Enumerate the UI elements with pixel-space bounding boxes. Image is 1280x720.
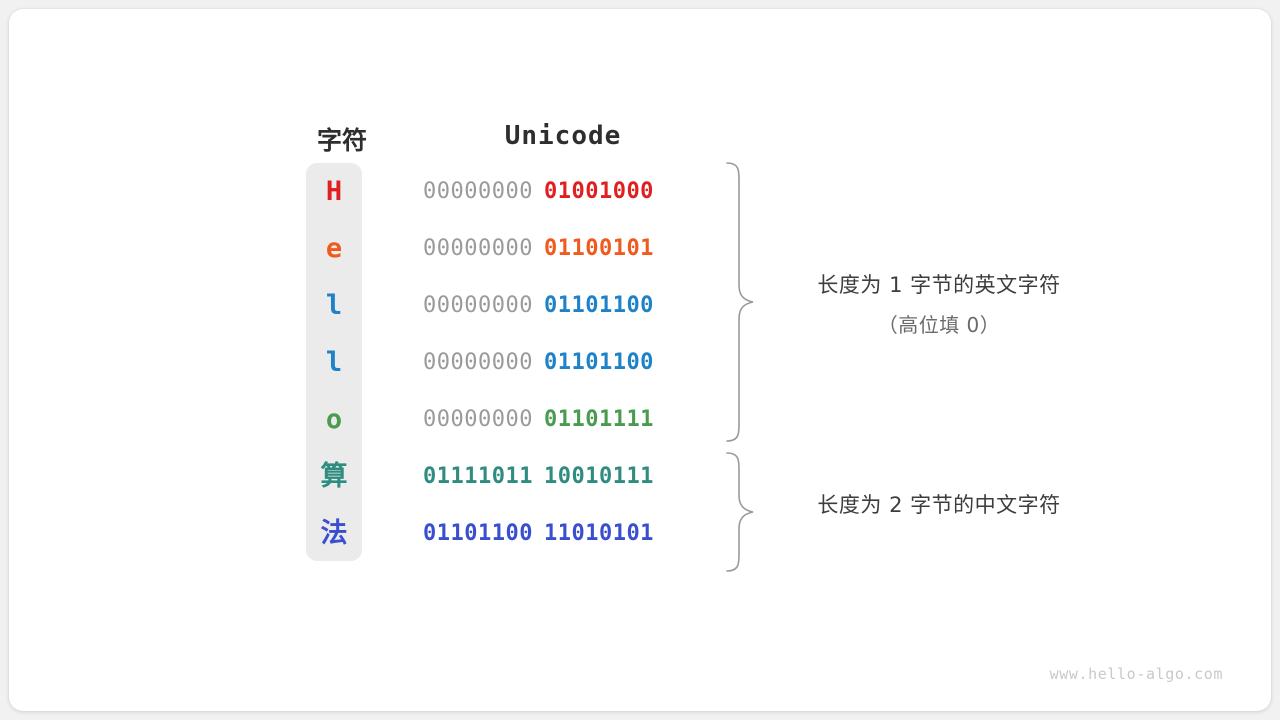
binary-row: 00000000 01001000 (423, 163, 703, 220)
binary-row: 01111011 10010111 (423, 448, 703, 505)
char-cell: l (306, 277, 362, 334)
char-glyph: H (325, 176, 343, 207)
low-byte: 11010101 (543, 521, 654, 546)
brace-double-byte-icon (725, 449, 757, 575)
annotation-single-byte: 长度为 1 字节的英文字符 （高位填 0） (769, 269, 1109, 338)
binary-row: 00000000 01101111 (423, 391, 703, 448)
watermark: www.hello-algo.com (1049, 665, 1223, 683)
char-glyph: l (325, 290, 343, 321)
binary-row: 00000000 01101100 (423, 277, 703, 334)
char-cell: H (306, 163, 362, 220)
annotation-line-secondary: （高位填 0） (877, 313, 1001, 337)
figure-stage: 字符 Unicode H e l l o 算 法 00000000 0100100… (9, 9, 1271, 711)
low-byte: 01101111 (543, 407, 654, 432)
binary-row: 00000000 01100101 (423, 220, 703, 277)
char-cell: e (306, 220, 362, 277)
brace-single-byte-icon (725, 159, 757, 445)
high-byte: 00000000 (423, 293, 533, 318)
high-byte: 00000000 (423, 407, 533, 432)
annotation-line-primary: 长度为 1 字节的英文字符 (817, 273, 1061, 297)
binary-row: 01101100 11010101 (423, 505, 703, 562)
char-glyph: 算 (320, 461, 348, 492)
unicode-column-header: Unicode (504, 121, 622, 151)
low-byte: 01100101 (543, 236, 654, 261)
char-cell: o (306, 391, 362, 448)
char-column-header: 字符 (316, 127, 367, 155)
high-byte: 00000000 (423, 236, 533, 261)
binary-row: 00000000 01101100 (423, 334, 703, 391)
low-byte: 01001000 (543, 179, 654, 204)
high-byte: 01101100 (423, 521, 533, 546)
char-glyph: 法 (320, 518, 348, 549)
high-byte: 01111011 (423, 464, 533, 489)
char-cell: 算 (306, 448, 362, 505)
char-cell: l (306, 334, 362, 391)
low-byte: 10010111 (543, 464, 654, 489)
char-column: H e l l o 算 法 (306, 163, 362, 561)
annotation-line-primary: 长度为 2 字节的中文字符 (817, 493, 1061, 517)
annotation-double-byte: 长度为 2 字节的中文字符 (769, 489, 1109, 519)
char-cell: 法 (306, 505, 362, 562)
high-byte: 00000000 (423, 350, 533, 375)
figure-card: 字符 Unicode H e l l o 算 法 00000000 0100100… (9, 9, 1271, 711)
char-glyph: e (325, 233, 343, 264)
low-byte: 01101100 (543, 293, 654, 318)
char-glyph: o (325, 404, 343, 435)
low-byte: 01101100 (543, 350, 654, 375)
high-byte: 00000000 (423, 179, 533, 204)
char-glyph: l (325, 347, 343, 378)
